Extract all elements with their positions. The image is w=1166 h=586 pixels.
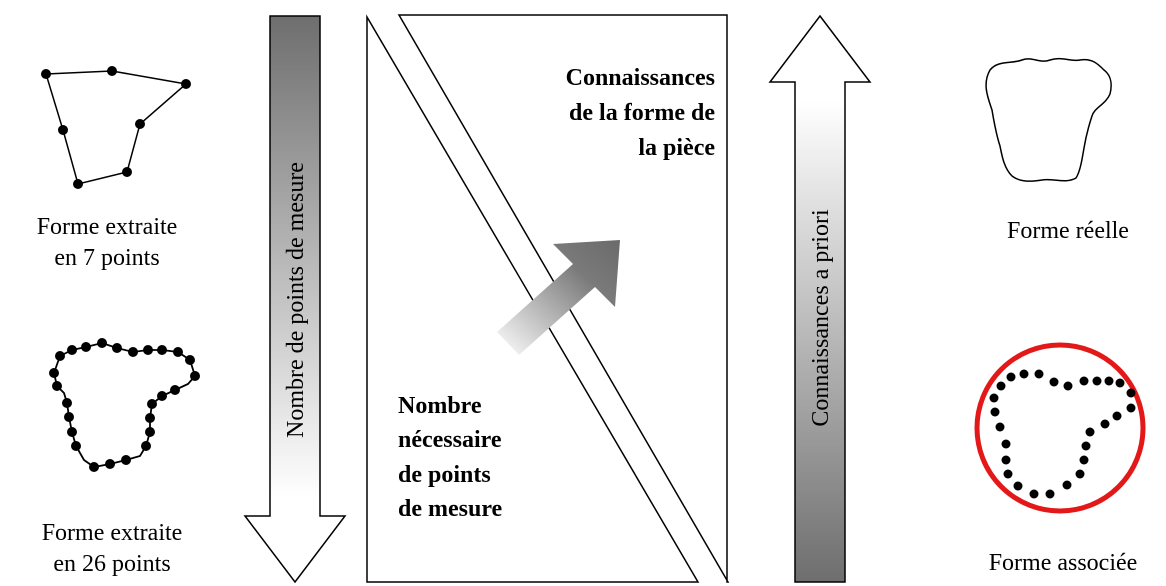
caption-shape-26-points-line-1: Forme extraite [41, 520, 183, 546]
panel-top-text-line-1: Connaissances [566, 65, 715, 91]
panel-bottom-text-line-4: de mesure [398, 496, 503, 522]
caption-shape-7-points-line-1: Forme extraite [36, 214, 178, 240]
real-shape-outline [985, 57, 1112, 182]
up-arrow-label: Connaissances a priori [808, 209, 834, 427]
caption-associated-shape: Forme associée [988, 550, 1138, 576]
arrow-down-gradient-icon: Nombre de points de mesure [243, 15, 347, 584]
panel-top-text-line-2: de la forme de [569, 100, 715, 126]
panel-bottom-text-line-2: nécessaire [398, 427, 502, 453]
caption-shape-26-points-line-2: en 26 points [53, 551, 171, 577]
panel-bottom-text-line-3: de points [398, 462, 491, 488]
caption-shape-7-points-line-2: en 7 points [54, 245, 160, 271]
extracted-shape-26-points [49, 338, 200, 472]
panel-bottom-text-line-1: Nombre [398, 393, 482, 419]
associated-shape [974, 342, 1146, 514]
extracted-shape-7-points [41, 66, 191, 189]
panel-top-text-line-3: la pièce [638, 135, 715, 161]
arrow-up-gradient-icon: Connaissances a priori [768, 14, 872, 583]
central-panel: Connaissances de la forme de la pièce No… [366, 14, 730, 583]
down-arrow-label: Nombre de points de mesure [283, 162, 309, 438]
diagonal-arrow-gradient-icon [497, 240, 620, 355]
caption-real-shape: Forme réelle [1007, 218, 1129, 244]
caption-shape-7-points: Forme extraite en 7 points [0, 212, 214, 274]
caption-shape-26-points: Forme extraite en 26 points [5, 518, 219, 580]
